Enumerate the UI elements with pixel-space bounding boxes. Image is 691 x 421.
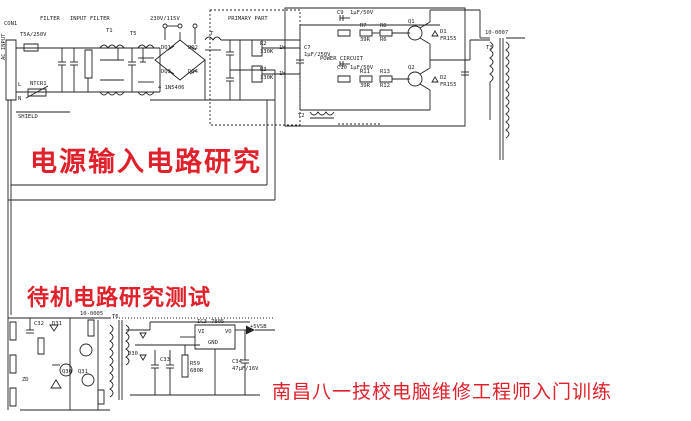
c33-label: C33 — [160, 357, 170, 363]
t1-label: T1 — [106, 28, 113, 34]
ntc-label: NTCR1 — [30, 81, 47, 87]
c7-value-label: 1µF/250V — [304, 52, 331, 58]
r3-label: R3 — [260, 67, 267, 73]
one-w-label-2: 1W — [279, 71, 286, 77]
r12-label: R12 — [380, 83, 390, 89]
dq3-label: DQ3 — [161, 69, 171, 75]
power-circuit-label: POWER CIRCUIT — [320, 56, 364, 62]
shield-label: SHIELD — [18, 114, 38, 120]
c9-label: C9 — [337, 10, 344, 16]
t2-label: T2 — [298, 113, 305, 119]
dq4-label: DQ4 — [188, 69, 198, 75]
r2-label: R2 — [260, 41, 267, 47]
d30-label: D30 — [128, 351, 138, 357]
r13-label: R13 — [380, 69, 390, 75]
q31-label: Q31 — [78, 369, 88, 375]
con1-label: CON1 — [4, 21, 18, 27]
c10-label: C10 — [337, 65, 347, 71]
c9-value-label: 1µF/50V — [350, 10, 374, 16]
c34-label: C34 — [232, 359, 242, 365]
fr155-label-1: FR155 — [440, 36, 457, 42]
c34-value-label: 47µF/16V — [232, 366, 259, 372]
gnd-label: GND — [208, 340, 218, 346]
q1-label: Q1 — [408, 19, 415, 25]
c10-value-label: 1µF/50V — [350, 65, 374, 71]
zd-label: ZD — [22, 377, 29, 383]
ee-part-label: 10-0007 — [485, 30, 509, 36]
vsb-label: +5VSB — [250, 324, 267, 330]
one-w-label-1: 1W — [279, 45, 286, 51]
q2-label: Q2 — [408, 65, 415, 71]
vi-label: VI — [198, 329, 205, 335]
r7-label: R7 — [360, 23, 367, 29]
t3-label: T3 — [486, 45, 493, 51]
filter-label: FILTER — [40, 16, 60, 22]
fuse-rating-label: T5A/250V — [20, 32, 47, 38]
t6-label: T6 — [112, 314, 119, 320]
dq2-label: DQ2 — [188, 45, 198, 51]
r59-value-label: 680R — [190, 368, 204, 374]
school-caption: 南昌八一技校电脑维修工程师入门训练 — [272, 381, 613, 403]
input-filter-label: INPUT FILTER — [70, 16, 110, 22]
bridge-label: 4 1N5406 — [158, 85, 185, 91]
r11-label: R11 — [360, 69, 370, 75]
ac-input-label: AC INPUT — [1, 33, 7, 61]
t5-label: T5 — [130, 31, 137, 37]
r11-value-label: 39R — [360, 83, 370, 89]
r3-value-label: 330K — [260, 75, 274, 81]
fr155-label-2: FR155 — [440, 82, 457, 88]
r59-label: R59 — [190, 361, 200, 367]
dq1-label: DQ1 — [161, 45, 171, 51]
standby-title: 待机电路研究测试 — [27, 285, 212, 311]
primary-part-label: PRIMARY PART — [228, 16, 268, 22]
r6-label: R6 — [380, 37, 387, 43]
r7-value-label: 39R — [360, 37, 370, 43]
ic3-label: IC3 — [197, 319, 207, 325]
t-label: T — [210, 31, 214, 37]
r8-label: R8 — [380, 23, 387, 29]
ic3-model-label: 7805 — [211, 319, 225, 325]
d2-label: D2 — [440, 75, 447, 81]
neutral-label: N — [18, 96, 22, 102]
d1-label: D1 — [440, 29, 447, 35]
c32-label: C32 — [34, 321, 44, 327]
line-label: L — [18, 82, 22, 88]
c7-label: C7 — [304, 45, 311, 51]
voltage-select-label: 230V/115V — [150, 16, 180, 22]
main-title: 电源输入电路研究 — [30, 147, 262, 178]
r2-value-label: 330K — [260, 49, 274, 55]
part-10-0005-label: 10-0005 — [80, 311, 104, 317]
d31-label: D31 — [52, 321, 62, 327]
vo-label: VO — [225, 329, 232, 335]
q30-label: Q30 — [62, 369, 72, 375]
